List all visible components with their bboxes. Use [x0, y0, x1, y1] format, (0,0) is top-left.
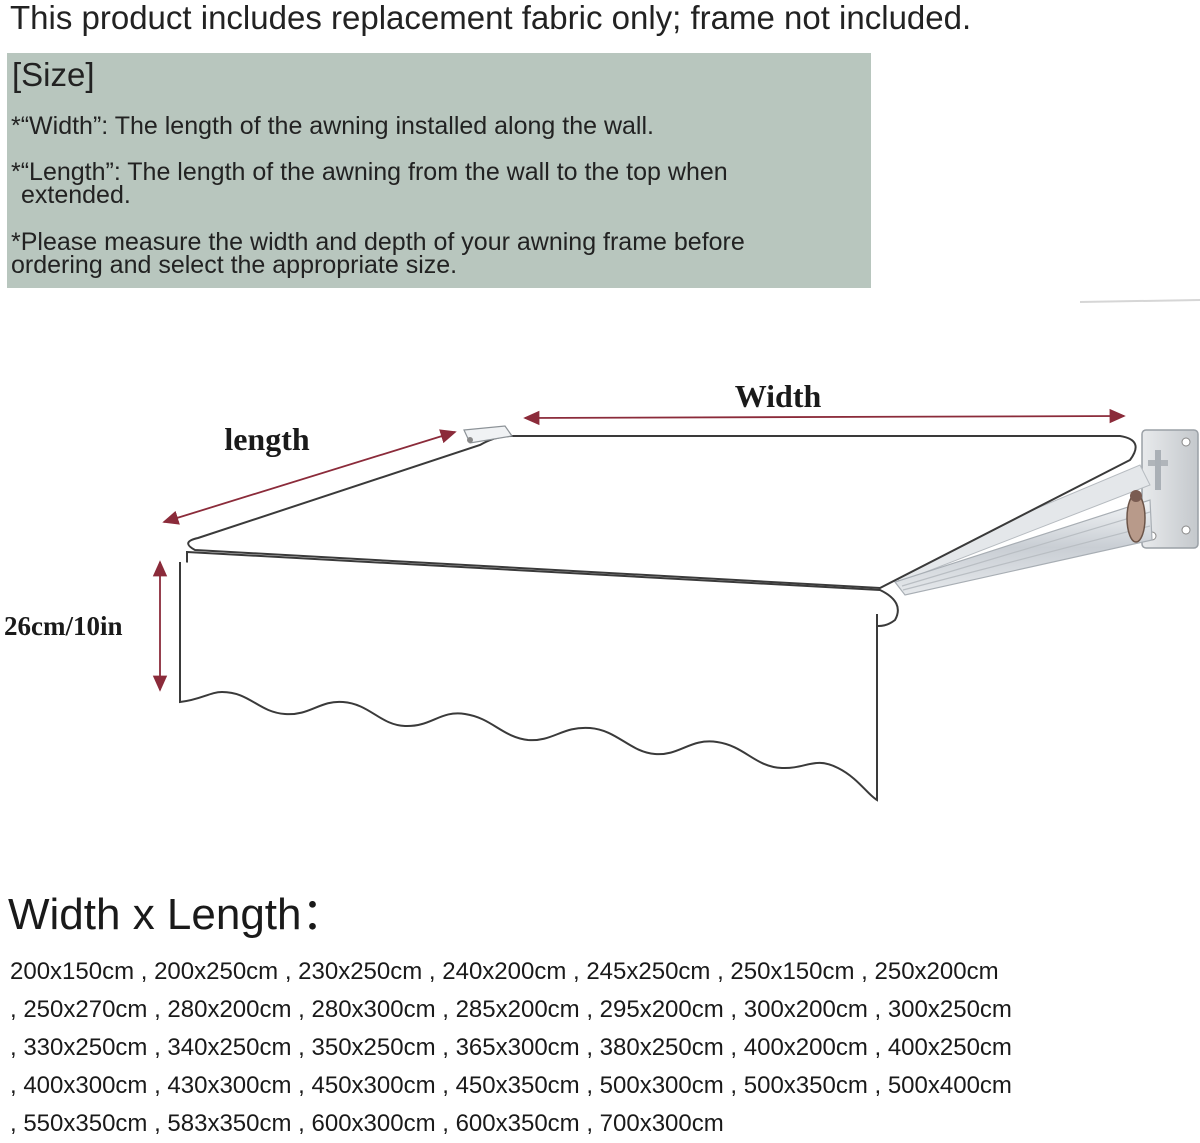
size-row: , 400x300cm , 430x300cm , 450x300cm , 45…	[10, 1072, 1012, 1099]
size-options-list: 200x150cm , 200x250cm , 230x250cm , 240x…	[10, 953, 1200, 1143]
size-row: , 330x250cm , 340x250cm , 350x250cm , 36…	[10, 1034, 1012, 1061]
length-definition-line-2: extended.	[21, 181, 131, 209]
measure-instruction-line-2: ordering and select the appropriate size…	[11, 251, 458, 279]
measure-instruction-line-1: *Please measure the width and depth of y…	[11, 228, 745, 256]
size-row: , 250x270cm , 280x200cm , 280x300cm , 28…	[10, 996, 1012, 1023]
length-label: length	[224, 421, 310, 457]
length-definition: *“Length”: The length of the awning from…	[11, 158, 861, 209]
size-list-heading: Width x Length：	[8, 890, 346, 939]
length-definition-line-1: *“Length”: The length of the awning from…	[11, 158, 728, 186]
width-arrow	[523, 408, 1126, 426]
height-label: 26cm/10in	[4, 611, 123, 641]
awning-dimension-diagram: Width length 26cm/10in	[4, 299, 1200, 802]
width-label: Width	[735, 378, 822, 414]
size-row: , 550x350cm , 583x350cm , 600x300cm , 60…	[10, 1110, 724, 1137]
width-definition-text: *“Width”: The length of the awning insta…	[11, 112, 654, 140]
fabric-only-notice: This product includes replacement fabric…	[10, 0, 972, 36]
size-heading: [Size]	[12, 56, 95, 93]
rear-bracket	[463, 425, 514, 444]
width-definition: *“Width”: The length of the awning insta…	[11, 112, 861, 140]
size-row: 200x150cm , 200x250cm , 230x250cm , 240x…	[10, 958, 999, 985]
awning-valance	[179, 562, 878, 802]
size-info-panel: [Size] *“Width”: The length of the awnin…	[7, 53, 871, 288]
wall-line	[1079, 299, 1200, 303]
measure-instruction: *Please measure the width and depth of y…	[11, 228, 861, 279]
length-arrow	[162, 429, 457, 525]
